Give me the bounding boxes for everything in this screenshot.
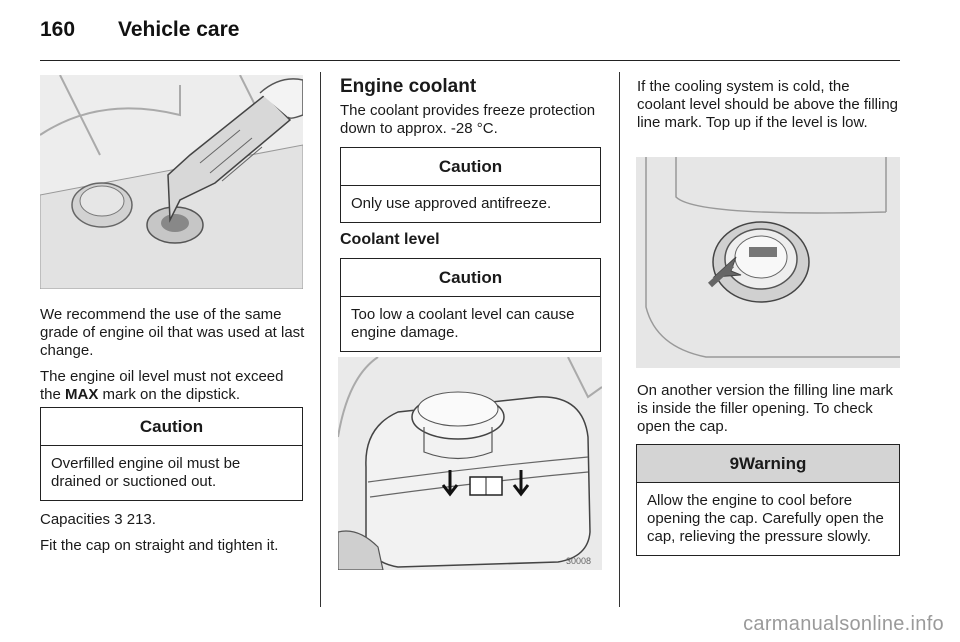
caution-title: Caution [341, 259, 600, 297]
page-reference-icon: 3 [114, 511, 123, 528]
column-1-text-bottom: Capacities 3 213. Fit the cap on straigh… [40, 511, 305, 563]
coolant-level-caution-box: Caution Too low a coolant level can caus… [340, 258, 601, 352]
column-3-text-2: On another version the filling line mark… [637, 382, 902, 444]
coolant-level-heading-block: Coolant level [340, 231, 602, 257]
reference-page: 213. [126, 511, 156, 528]
section-title: Vehicle care [118, 18, 240, 41]
column-3-text: If the cooling system is cold, the coola… [637, 78, 902, 140]
oil-filling-illustration [40, 75, 303, 289]
capacities-reference: Capacities 3 213. [40, 511, 156, 528]
warning-box: 9Warning Allow the engine to cool before… [636, 444, 900, 556]
max-mark-paragraph: The engine oil level must not exceed the… [40, 368, 284, 403]
caution-text: Overfilled engine oil must be drained or… [51, 455, 241, 490]
warning-title: Warning [739, 454, 807, 473]
column-1-text: We recommend the use of the same grade o… [40, 306, 305, 412]
fit-cap-paragraph: Fit the cap on straight and tighten it. [40, 537, 279, 554]
engine-coolant-heading: Engine coolant [340, 76, 477, 97]
antifreeze-caution-box: Caution Only use approved antifreeze. [340, 147, 601, 223]
column-2-text: Engine coolant The coolant provides free… [340, 76, 602, 146]
warning-header: 9Warning [637, 445, 899, 483]
caution-text: Only use approved antifreeze. [351, 195, 552, 212]
coolant-level-heading: Coolant level [340, 231, 440, 248]
other-version-paragraph: On another version the filling line mark… [637, 382, 893, 435]
cold-system-paragraph: If the cooling system is cold, the coola… [637, 78, 899, 131]
max-label: MAX [65, 386, 99, 403]
figure-code: 30008 [566, 556, 591, 566]
coolant-intro: The coolant provides freeze protection d… [340, 102, 596, 137]
warning-text: Allow the engine to cool before opening … [647, 492, 884, 545]
column-divider-1 [320, 72, 321, 607]
oil-grade-paragraph: We recommend the use of the same grade o… [40, 306, 305, 359]
page-header: 160 Vehicle care [40, 18, 239, 42]
watermark: carmanualsonline.info [743, 613, 944, 635]
coolant-reservoir-illustration: 30008 [338, 357, 602, 570]
caution-title: Caution [341, 148, 600, 186]
column-divider-2 [619, 72, 620, 607]
caution-title: Caution [41, 408, 302, 446]
header-rule [40, 60, 900, 61]
filler-opening-illustration [636, 157, 900, 368]
oil-caution-box: Caution Overfilled engine oil must be dr… [40, 407, 303, 501]
caution-text: Too low a coolant level can cause engine… [351, 306, 575, 341]
warning-triangle-icon: 9 [729, 454, 740, 473]
page-number: 160 [40, 18, 76, 41]
